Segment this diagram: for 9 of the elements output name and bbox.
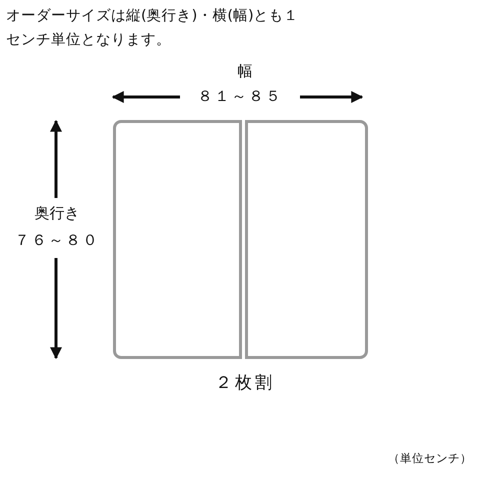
heading-text: オーダーサイズは縦(奥行き)・横(幅)とも１センチ単位となります。 [6, 7, 300, 50]
unit-note: （単位センチ） [388, 453, 472, 464]
panel-box [245, 120, 368, 359]
panel-box [113, 120, 242, 359]
dimension-value: ７６～８０ [14, 233, 100, 248]
dimension-label: 奥行き [34, 206, 80, 221]
panel-caption: ２枚割 [214, 375, 276, 392]
dimension-label: 幅 [236, 64, 254, 79]
dimension-value: ８１～８５ [196, 89, 284, 104]
